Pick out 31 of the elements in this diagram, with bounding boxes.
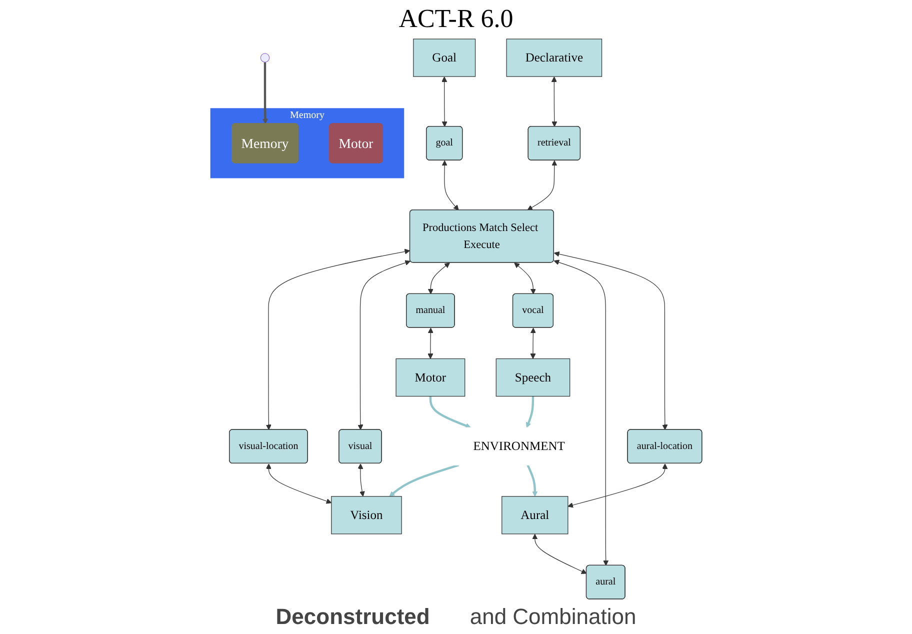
arrow	[442, 76, 448, 127]
node-box: Declarative	[506, 38, 602, 77]
arrow	[554, 251, 668, 430]
arrow	[526, 396, 534, 428]
overlay-heading: and Combination	[470, 604, 636, 630]
overlay-heading: Deconstructed	[276, 604, 430, 630]
arrow	[551, 76, 558, 127]
arrow	[527, 160, 558, 210]
arrow	[554, 260, 609, 566]
arrow	[262, 62, 268, 124]
arrow	[442, 160, 459, 210]
arrow	[530, 328, 536, 359]
arrow	[358, 464, 365, 497]
node-box: Goal	[413, 38, 476, 77]
node-box: Aural	[502, 496, 568, 534]
arrow	[389, 464, 460, 497]
node-box: Vision	[331, 496, 402, 534]
node-box: Motor	[396, 358, 466, 397]
arrow	[428, 328, 434, 359]
arrow	[428, 262, 450, 294]
arrow	[266, 464, 332, 504]
arrow	[514, 262, 536, 294]
node-text: ENVIRONMENT	[473, 439, 566, 454]
arrow	[532, 534, 587, 574]
diagram-title: ACT-R 6.0	[398, 4, 514, 34]
arrow	[568, 464, 668, 508]
arrow	[526, 464, 538, 497]
node-box: Speech	[496, 358, 570, 397]
arrow	[266, 248, 410, 430]
arrow	[429, 396, 472, 428]
arrow	[358, 260, 411, 430]
